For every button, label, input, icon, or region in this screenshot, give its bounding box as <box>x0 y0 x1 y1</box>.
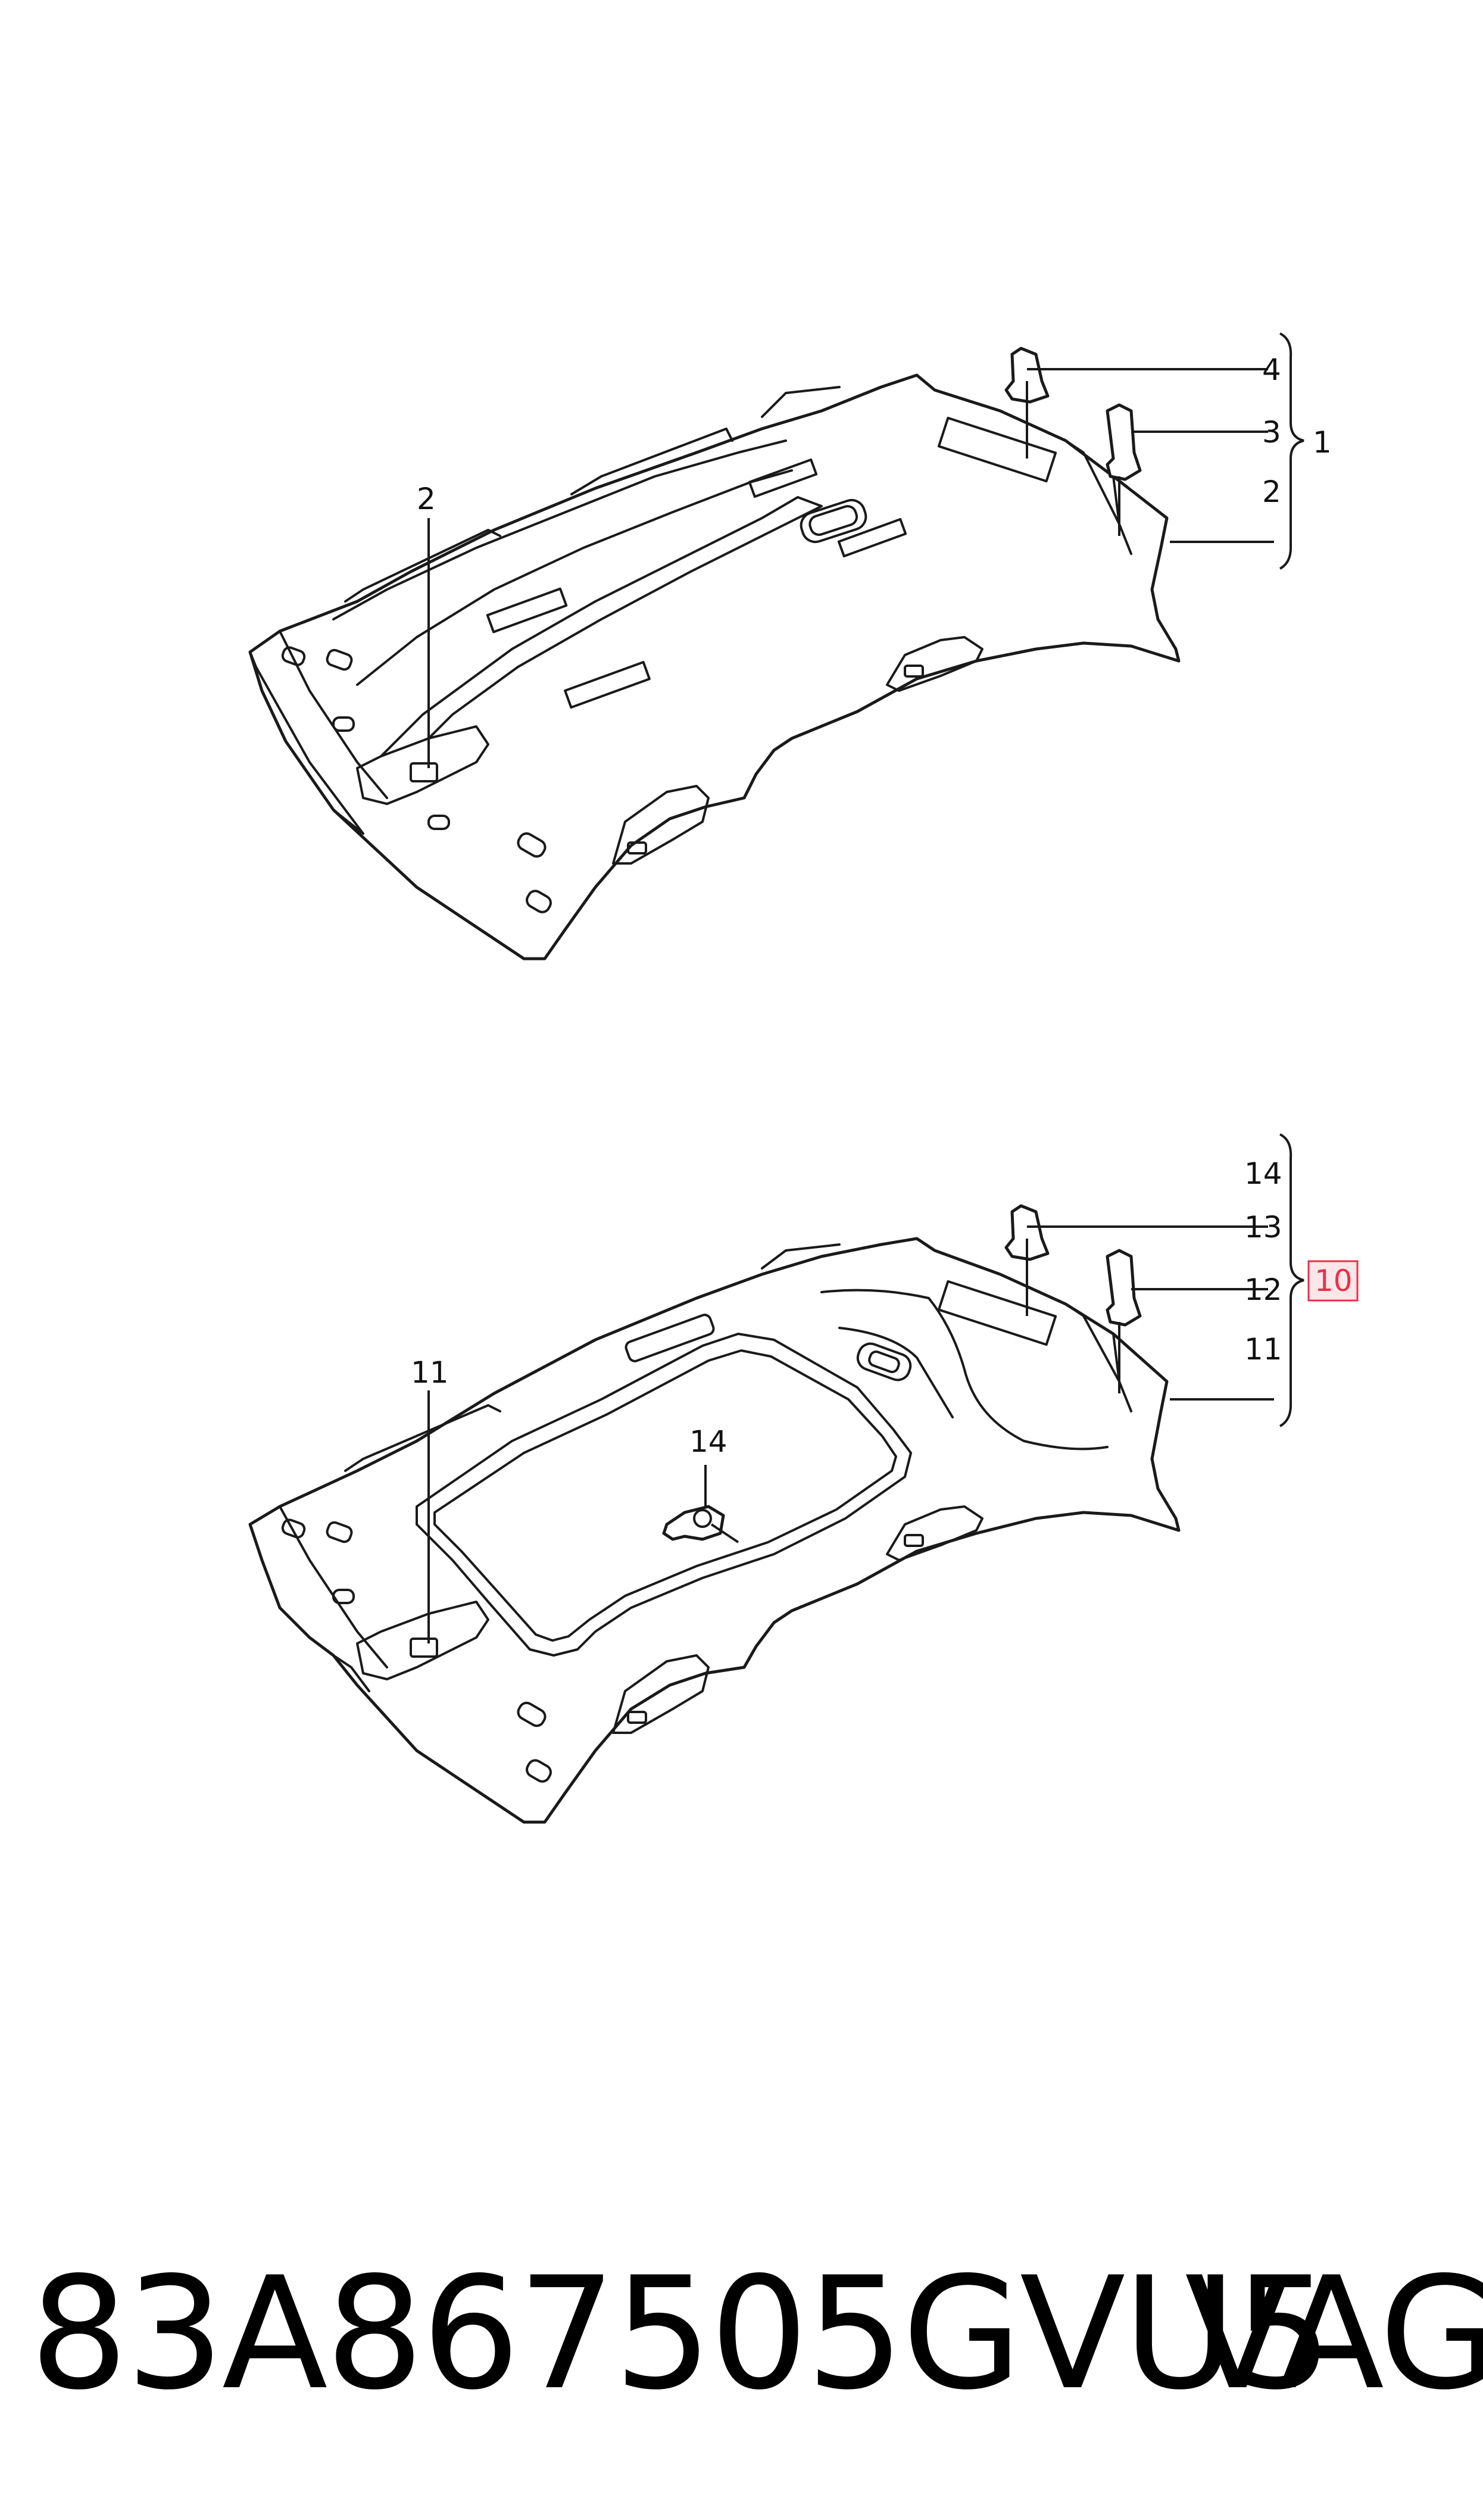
visor-recess <box>356 725 489 805</box>
callout-11-right: 11 <box>1244 1332 1282 1367</box>
callout-14-center: 14 <box>689 1424 728 1459</box>
headliner-top-assembly: 4 3 2 1 2 <box>248 332 1332 960</box>
callout-1: 1 <box>1313 425 1332 460</box>
headliner-sunroof-assembly: 14 13 12 11 10 11 14 <box>248 1133 1359 1824</box>
callout-11-left: 11 <box>411 1355 449 1390</box>
callout-10-highlight <box>1307 1260 1359 1302</box>
callout-4: 4 <box>1262 353 1281 387</box>
group-bracket-1 <box>1279 332 1304 570</box>
headliner-outline <box>248 373 1181 960</box>
group-bracket-10 <box>1279 1133 1304 1427</box>
callout-14-right: 14 <box>1244 1156 1282 1191</box>
clip-part-12 <box>1106 1249 1142 1327</box>
clip-part-4 <box>1004 347 1050 404</box>
clip-part-14 <box>662 1505 725 1541</box>
callout-12: 12 <box>1244 1273 1282 1307</box>
clip-part-3 <box>1106 403 1142 481</box>
clip-part-13 <box>1004 1204 1050 1261</box>
brand-label: VAG <box>1185 2244 1483 2424</box>
callout-2-left: 2 <box>417 482 436 516</box>
callout-2-right: 2 <box>1262 475 1281 509</box>
callout-3: 3 <box>1262 415 1281 450</box>
callout-13: 13 <box>1244 1210 1282 1245</box>
headliner-sunroof-outline <box>248 1237 1181 1824</box>
sunroof-opening <box>416 1333 912 1657</box>
part-number-label: 83A867505GVU5 <box>30 2244 1332 2424</box>
callout-10: 10 <box>1315 1264 1353 1298</box>
